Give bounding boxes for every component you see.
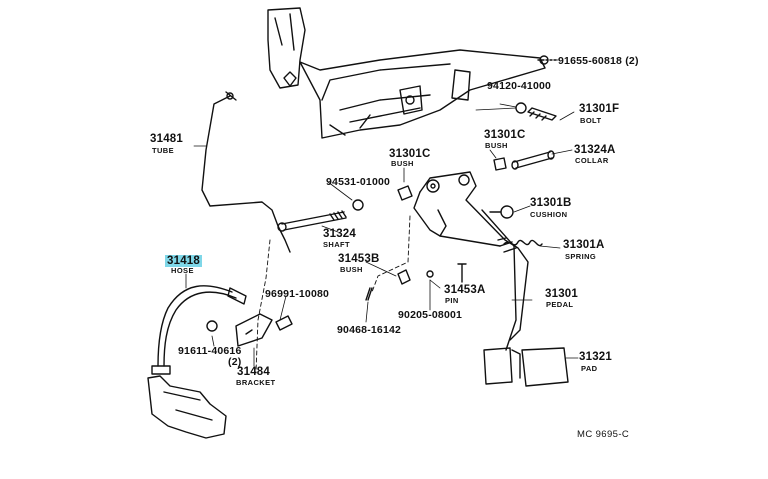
pedal-shaft [277,210,347,232]
label-shaft: SHAFT [323,240,350,249]
label-cushion: CUSHION [530,210,568,219]
pedal-support-bracket [267,7,546,139]
label-90468: 90468-16142 [337,324,402,336]
label-91611: 91611-40616 [178,345,242,357]
clutch-tube [193,91,291,253]
label-31418: 31418 [165,255,202,268]
assembly-guide-line-left [255,239,271,373]
bush-31301C-right [493,157,507,171]
pedal-pad [521,347,579,387]
label-tube: TUBE [152,146,175,155]
nut-and-bolt-31301F [499,102,575,121]
label-bracket: BRACKET [236,378,276,387]
master-cylinder [147,375,227,439]
clutch-hose [151,285,247,375]
leader-lines [185,59,573,367]
label-31453B: 31453B [338,253,380,265]
collar-31324A [511,150,555,170]
hose-bracket [235,313,293,347]
label-pedal: PEDAL [546,300,574,309]
label-31301A: 31301A [563,239,605,251]
pin-31453A [457,263,467,283]
label-90205: 90205-08001 [398,309,463,321]
label-31484: 31484 [237,366,270,378]
label-31301: 31301 [545,288,578,300]
label-94120: 94120-41000 [487,80,552,92]
diagram-code: MC 9695-C [577,429,630,440]
label-collar: COLLAR [575,156,609,165]
label-96991: 96991-10080 [265,288,330,300]
bolt-91611 [206,320,218,332]
label-31321: 31321 [579,351,612,363]
label-94531: 94531-01000 [326,176,391,188]
label-31324A: 31324A [574,144,616,156]
label-31301C-left: 31301C [389,148,431,160]
label-31301B: 31301B [530,197,572,209]
clutch-pedal-arm [413,171,529,385]
label-31453A: 31453A [444,284,486,296]
cotter-pin-90468 [365,287,373,301]
label-pad: PAD [581,364,598,373]
label-pin: PIN [445,296,459,305]
spring-31301A [503,239,543,247]
clip-90205 [426,270,434,278]
washer-94531 [352,199,364,211]
label-31324: 31324 [323,228,356,240]
label-spring: SPRING [565,252,597,261]
label-bush-mid: BUSH [340,265,363,274]
label-31301F: 31301F [579,103,620,115]
assembly-guide-line [371,215,411,293]
label-bush-right: BUSH [485,141,508,150]
label-qty-2: (2) [228,356,242,368]
bolt-91655 [537,55,557,65]
highlighted-part-number: 31418 [165,255,202,267]
cushion-31301B [489,205,514,219]
label-91655: 91655-60818 (2) [558,55,639,67]
label-bolt: BOLT [580,116,602,125]
bush-31453B [397,269,411,285]
bush-31301C-left [397,185,413,201]
label-bush-left: BUSH [391,159,414,168]
label-31481: 31481 [150,133,183,145]
label-hose: HOSE [171,266,194,275]
label-31301C-right: 31301C [484,129,526,141]
